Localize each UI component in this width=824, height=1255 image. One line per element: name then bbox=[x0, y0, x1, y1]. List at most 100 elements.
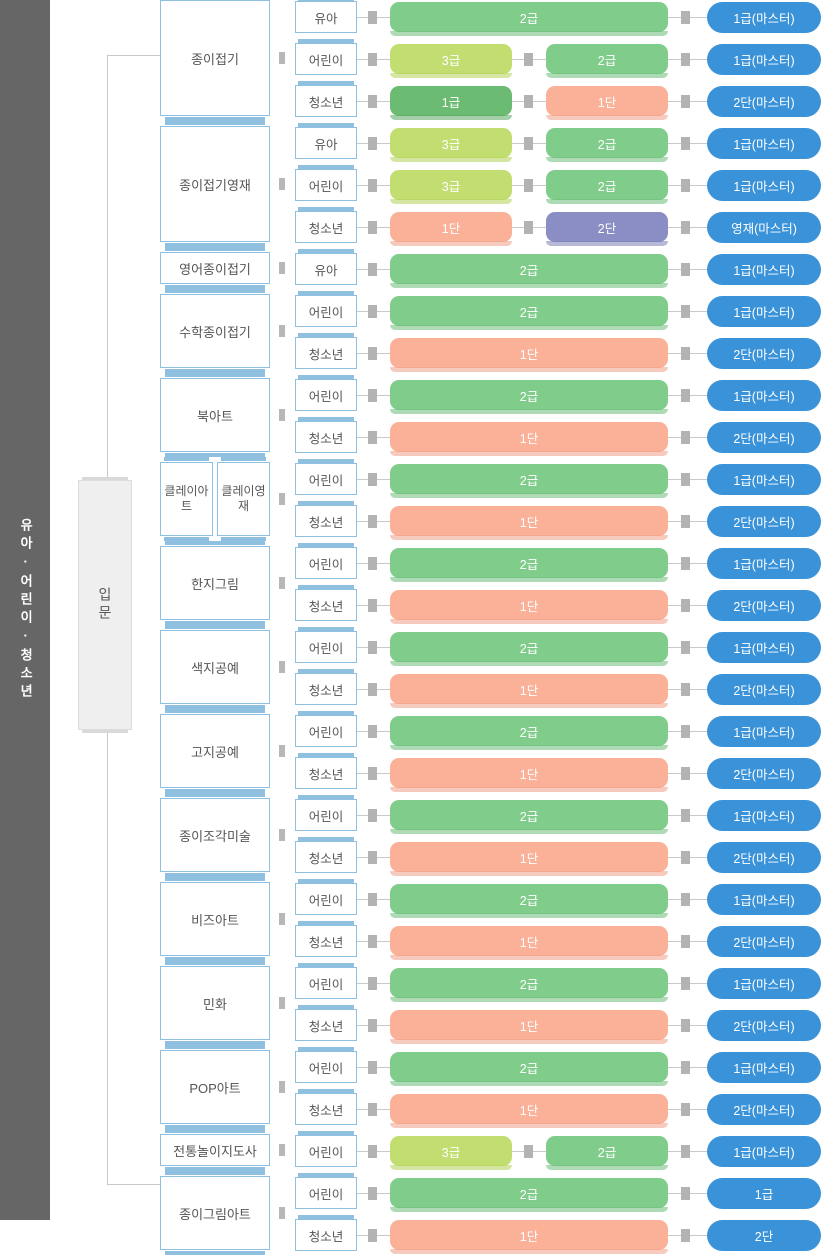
level-badge[interactable]: 1단 bbox=[390, 926, 668, 960]
age-box-어린이[interactable]: 어린이 bbox=[295, 963, 357, 999]
level-badge[interactable]: 2급 bbox=[390, 716, 668, 750]
subject-box[interactable]: 종이조각미술 bbox=[160, 793, 270, 877]
age-box-청소년[interactable]: 청소년 bbox=[295, 669, 357, 705]
master-badge[interactable]: 2단(마스터) bbox=[707, 422, 821, 453]
level-badge[interactable]: 3급 bbox=[390, 128, 512, 162]
age-box-유아[interactable]: 유아 bbox=[295, 0, 357, 33]
level-badge[interactable]: 1단 bbox=[546, 86, 668, 120]
subject-box[interactable]: 북아트 bbox=[160, 373, 270, 457]
master-badge[interactable]: 1급(마스터) bbox=[707, 128, 821, 159]
master-badge[interactable]: 2단(마스터) bbox=[707, 1094, 821, 1125]
age-box-어린이[interactable]: 어린이 bbox=[295, 291, 357, 327]
level-badge[interactable]: 3급 bbox=[390, 44, 512, 78]
subject-box[interactable]: 고지공예 bbox=[160, 709, 270, 793]
level-badge[interactable]: 1단 bbox=[390, 1094, 668, 1128]
master-badge[interactable]: 2단(마스터) bbox=[707, 506, 821, 537]
subject-box[interactable]: 비즈아트 bbox=[160, 877, 270, 961]
master-badge[interactable]: 1급(마스터) bbox=[707, 44, 821, 75]
age-box-청소년[interactable]: 청소년 bbox=[295, 1089, 357, 1125]
subject-box-half-1[interactable]: 클레이아트 bbox=[160, 457, 213, 541]
subject-box[interactable]: 종이접기영재 bbox=[160, 121, 270, 247]
master-badge[interactable]: 2단(마스터) bbox=[707, 338, 821, 369]
age-box-어린이[interactable]: 어린이 bbox=[295, 1173, 357, 1209]
age-box-어린이[interactable]: 어린이 bbox=[295, 1047, 357, 1083]
level-badge[interactable]: 1단 bbox=[390, 422, 668, 456]
master-badge[interactable]: 1급(마스터) bbox=[707, 170, 821, 201]
master-badge[interactable]: 1급(마스터) bbox=[707, 632, 821, 663]
age-box-어린이[interactable]: 어린이 bbox=[295, 1131, 357, 1167]
level-badge[interactable]: 2급 bbox=[546, 1136, 668, 1170]
age-box-어린이[interactable]: 어린이 bbox=[295, 39, 357, 75]
level-badge[interactable]: 2급 bbox=[390, 968, 668, 1002]
subject-box-half-2[interactable]: 클레이영재 bbox=[217, 457, 270, 541]
master-badge[interactable]: 1급(마스터) bbox=[707, 464, 821, 495]
master-badge[interactable]: 1급(마스터) bbox=[707, 380, 821, 411]
level-badge[interactable]: 2급 bbox=[390, 884, 668, 918]
level-badge[interactable]: 1단 bbox=[390, 1220, 668, 1254]
master-badge[interactable]: 2단(마스터) bbox=[707, 926, 821, 957]
age-box-유아[interactable]: 유아 bbox=[295, 249, 357, 285]
master-badge[interactable]: 2단(마스터) bbox=[707, 1010, 821, 1041]
age-box-청소년[interactable]: 청소년 bbox=[295, 1005, 357, 1041]
master-badge[interactable]: 1급 bbox=[707, 1178, 821, 1209]
subject-box[interactable]: 종이그림아트 bbox=[160, 1171, 270, 1255]
master-badge[interactable]: 영재(마스터) bbox=[707, 212, 821, 243]
master-badge[interactable]: 1급(마스터) bbox=[707, 800, 821, 831]
subject-box[interactable]: 수학종이접기 bbox=[160, 289, 270, 373]
level-badge[interactable]: 1단 bbox=[390, 674, 668, 708]
level-badge[interactable]: 1단 bbox=[390, 212, 512, 246]
age-box-어린이[interactable]: 어린이 bbox=[295, 795, 357, 831]
master-badge[interactable]: 1급(마스터) bbox=[707, 296, 821, 327]
level-badge[interactable]: 2급 bbox=[546, 128, 668, 162]
master-badge[interactable]: 2단(마스터) bbox=[707, 842, 821, 873]
master-badge[interactable]: 1급(마스터) bbox=[707, 968, 821, 999]
age-box-어린이[interactable]: 어린이 bbox=[295, 375, 357, 411]
age-box-어린이[interactable]: 어린이 bbox=[295, 459, 357, 495]
age-box-청소년[interactable]: 청소년 bbox=[295, 81, 357, 117]
level-badge[interactable]: 2단 bbox=[546, 212, 668, 246]
level-badge[interactable]: 1단 bbox=[390, 842, 668, 876]
age-box-어린이[interactable]: 어린이 bbox=[295, 879, 357, 915]
level-badge[interactable]: 2급 bbox=[390, 1052, 668, 1086]
age-box-어린이[interactable]: 어린이 bbox=[295, 627, 357, 663]
age-box-청소년[interactable]: 청소년 bbox=[295, 585, 357, 621]
age-box-청소년[interactable]: 청소년 bbox=[295, 501, 357, 537]
age-box-어린이[interactable]: 어린이 bbox=[295, 711, 357, 747]
level-badge[interactable]: 2급 bbox=[546, 44, 668, 78]
age-box-청소년[interactable]: 청소년 bbox=[295, 207, 357, 243]
master-badge[interactable]: 1급(마스터) bbox=[707, 254, 821, 285]
level-badge[interactable]: 2급 bbox=[390, 2, 668, 36]
master-badge[interactable]: 1급(마스터) bbox=[707, 1136, 821, 1167]
level-badge[interactable]: 1단 bbox=[390, 506, 668, 540]
level-badge[interactable]: 1급 bbox=[390, 86, 512, 120]
subject-box[interactable]: 전통놀이지도사 bbox=[160, 1129, 270, 1171]
subject-box[interactable]: 영어종이접기 bbox=[160, 247, 270, 289]
master-badge[interactable]: 2단(마스터) bbox=[707, 590, 821, 621]
level-badge[interactable]: 3급 bbox=[390, 170, 512, 204]
level-badge[interactable]: 2급 bbox=[390, 1178, 668, 1212]
age-box-어린이[interactable]: 어린이 bbox=[295, 543, 357, 579]
level-badge[interactable]: 1단 bbox=[390, 1010, 668, 1044]
age-box-유아[interactable]: 유아 bbox=[295, 123, 357, 159]
entry-box[interactable] bbox=[78, 480, 132, 730]
age-box-청소년[interactable]: 청소년 bbox=[295, 921, 357, 957]
master-badge[interactable]: 2단(마스터) bbox=[707, 674, 821, 705]
level-badge[interactable]: 2급 bbox=[390, 254, 668, 288]
master-badge[interactable]: 2단(마스터) bbox=[707, 86, 821, 117]
level-badge[interactable]: 1단 bbox=[390, 338, 668, 372]
age-box-청소년[interactable]: 청소년 bbox=[295, 1215, 357, 1251]
level-badge[interactable]: 2급 bbox=[390, 800, 668, 834]
level-badge[interactable]: 2급 bbox=[390, 632, 668, 666]
master-badge[interactable]: 1급(마스터) bbox=[707, 2, 821, 33]
subject-box[interactable]: POP아트 bbox=[160, 1045, 270, 1129]
subject-box[interactable]: 종이접기 bbox=[160, 0, 270, 121]
level-badge[interactable]: 1단 bbox=[390, 758, 668, 792]
subject-box[interactable]: 한지그림 bbox=[160, 541, 270, 625]
level-badge[interactable]: 2급 bbox=[390, 464, 668, 498]
master-badge[interactable]: 1급(마스터) bbox=[707, 548, 821, 579]
master-badge[interactable]: 1급(마스터) bbox=[707, 716, 821, 747]
level-badge[interactable]: 2급 bbox=[390, 548, 668, 582]
master-badge[interactable]: 1급(마스터) bbox=[707, 884, 821, 915]
age-box-청소년[interactable]: 청소년 bbox=[295, 837, 357, 873]
